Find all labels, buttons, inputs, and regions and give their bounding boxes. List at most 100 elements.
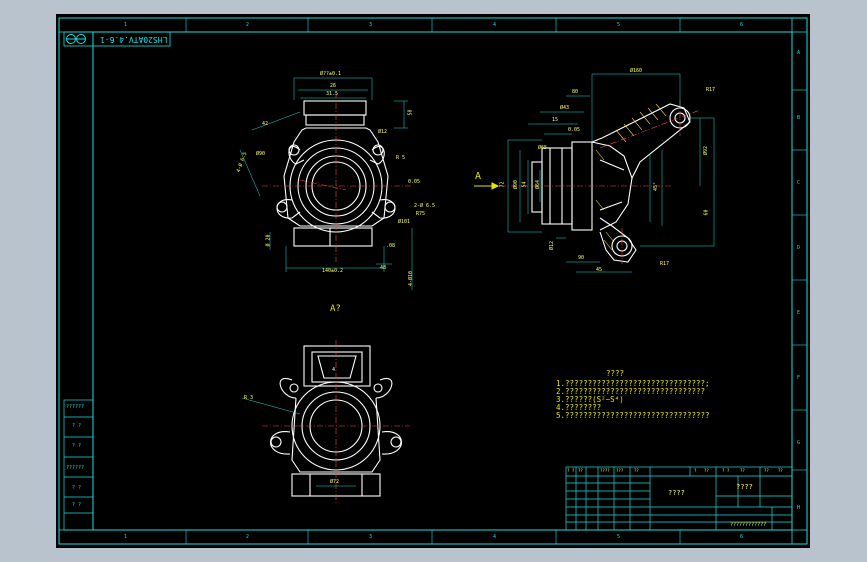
dim-front-6: 42 <box>262 121 269 127</box>
zone-number-bottom-6: 6 <box>740 534 744 540</box>
dim-side-10: 54 <box>521 181 528 188</box>
title-block-header-5: ?? <box>634 468 639 473</box>
title-block-company: ???? <box>736 483 753 491</box>
front-view-dimlines <box>239 77 413 290</box>
dim-side-13: 90 <box>578 255 585 261</box>
zone-number-bottom-4: 4 <box>493 534 497 540</box>
tech-note-3: 3.??????(S²~S⁴) <box>556 395 624 404</box>
dim-front-2: 26 <box>330 83 337 89</box>
dim-view-a-3: 4 <box>332 367 336 373</box>
title-block-header-7: ?? <box>704 468 709 473</box>
code-box <box>63 31 171 47</box>
dim-view-a-1: R 3 <box>244 395 254 401</box>
dim-side-2: R17 <box>706 87 716 93</box>
title-block-drawing-no: ???????????? <box>730 522 767 528</box>
zone-number-bottom-2: 2 <box>246 534 250 540</box>
dim-front-16: 140±0.2 <box>322 268 344 274</box>
left-table-row-6: ? ? <box>72 502 82 508</box>
drawing-code: LHS20ATV.4.6-1 <box>100 35 168 44</box>
dim-front-3: 31.5 <box>326 91 339 97</box>
zone-letter-C: C <box>797 180 801 186</box>
zone-number-top-4: 4 <box>493 22 497 28</box>
zone-number-top-5: 5 <box>617 22 621 28</box>
dim-view-a-2: Ø72 <box>330 479 340 485</box>
zone-ticks <box>185 18 807 544</box>
view-a-dimlines <box>241 397 356 487</box>
zone-letter-D: D <box>797 245 801 251</box>
tech-note-4: 4.???????? <box>556 403 602 412</box>
dim-front-13: Ø101 <box>398 219 411 225</box>
dim-front-9: R 5 <box>396 155 406 161</box>
dim-front-4: 58 <box>407 109 414 116</box>
zone-number-top-3: 3 <box>369 22 373 28</box>
dim-front-12: R75 <box>416 211 426 217</box>
view-a-centerlines <box>262 340 410 504</box>
tech-note-1: 1.???????????????????????????????; <box>556 379 710 388</box>
dim-front-15: Ø 20 <box>265 234 272 247</box>
zone-number-bottom-3: 3 <box>369 534 373 540</box>
title-block-header-2: ?? <box>578 468 583 473</box>
dim-side-8: 72 <box>499 181 506 188</box>
zone-letter-A: A <box>797 50 801 56</box>
tech-notes-title: ???? <box>606 369 625 378</box>
left-table-row-1: ?????? <box>66 404 85 410</box>
zone-number-top-6: 6 <box>740 22 744 28</box>
dim-side-3: 80 <box>572 89 579 95</box>
view-arrow-icon <box>474 182 500 190</box>
zone-letter-F: F <box>797 375 801 381</box>
title-block-header-10: ?? <box>764 468 769 473</box>
dim-side-16: Ø92 <box>703 145 710 156</box>
dim-front-14: .08 <box>386 243 396 249</box>
dim-front-11: 2-Ø 6.5 <box>414 203 436 209</box>
dim-front-8: Ø90 <box>256 151 266 157</box>
dim-front-17: 48 <box>380 265 387 271</box>
title-block-header-11: ?? <box>778 468 783 473</box>
title-block-header-6: ? <box>694 468 697 473</box>
title-block-header-9: ?? <box>740 468 745 473</box>
company-logo-icon <box>66 34 86 44</box>
dim-side-12: Ø12 <box>549 240 556 251</box>
dim-side-11: Ø64 <box>535 179 542 190</box>
dim-front-1: Ø??±0.1 <box>320 71 342 77</box>
title-block-header-4: ??? <box>616 468 624 473</box>
dim-side-17: 60 <box>703 209 710 216</box>
zone-letter-B: B <box>797 115 801 121</box>
dim-front-18: 4-Ø10 <box>408 270 415 287</box>
left-table-row-5: ? ? <box>72 485 82 491</box>
dim-side-14: R17 <box>660 261 670 267</box>
left-table-row-2: ? ? <box>72 423 82 429</box>
front-view-centerlines <box>262 92 412 262</box>
title-block-header-8: ? ? <box>722 468 730 473</box>
dim-side-15: 45 <box>596 267 603 273</box>
left-table-row-3: ? ? <box>72 443 82 449</box>
left-side-table <box>63 399 94 531</box>
title-block <box>565 466 793 531</box>
dim-side-1: Ø160 <box>630 68 643 74</box>
side-view-hatching <box>595 103 667 251</box>
zone-letter-G: G <box>797 440 801 446</box>
dim-side-7: Ø65 <box>538 145 548 151</box>
zone-letter-E: E <box>797 310 801 316</box>
zone-letter-H: H <box>797 505 801 511</box>
tech-note-2: 2.??????????????????????????????? <box>556 387 706 396</box>
left-table-row-4: ?????? <box>66 465 85 471</box>
zone-number-bottom-5: 5 <box>617 534 621 540</box>
view-a-title: A? <box>330 304 341 314</box>
title-block-part-name: ???? <box>668 489 685 497</box>
sheet-background <box>56 14 810 548</box>
zone-number-top-1: 1 <box>124 22 128 28</box>
side-view-dimlines <box>507 73 715 273</box>
zone-number-bottom-1: 1 <box>124 534 128 540</box>
dim-side-9: Ø90 <box>513 179 520 190</box>
dim-front-10: 0.05 <box>408 179 421 185</box>
tech-note-5: 5.???????????????????????????????? <box>556 411 710 420</box>
zone-number-top-2: 2 <box>246 22 250 28</box>
dim-side-6: 0.05 <box>568 127 581 133</box>
view-arrow-label: A <box>475 171 482 182</box>
outer-frame <box>58 17 808 545</box>
dim-side-4: Ø43 <box>560 105 570 111</box>
dim-side-18: 45° <box>653 181 660 192</box>
title-block-header-1: ? ? <box>567 468 575 473</box>
